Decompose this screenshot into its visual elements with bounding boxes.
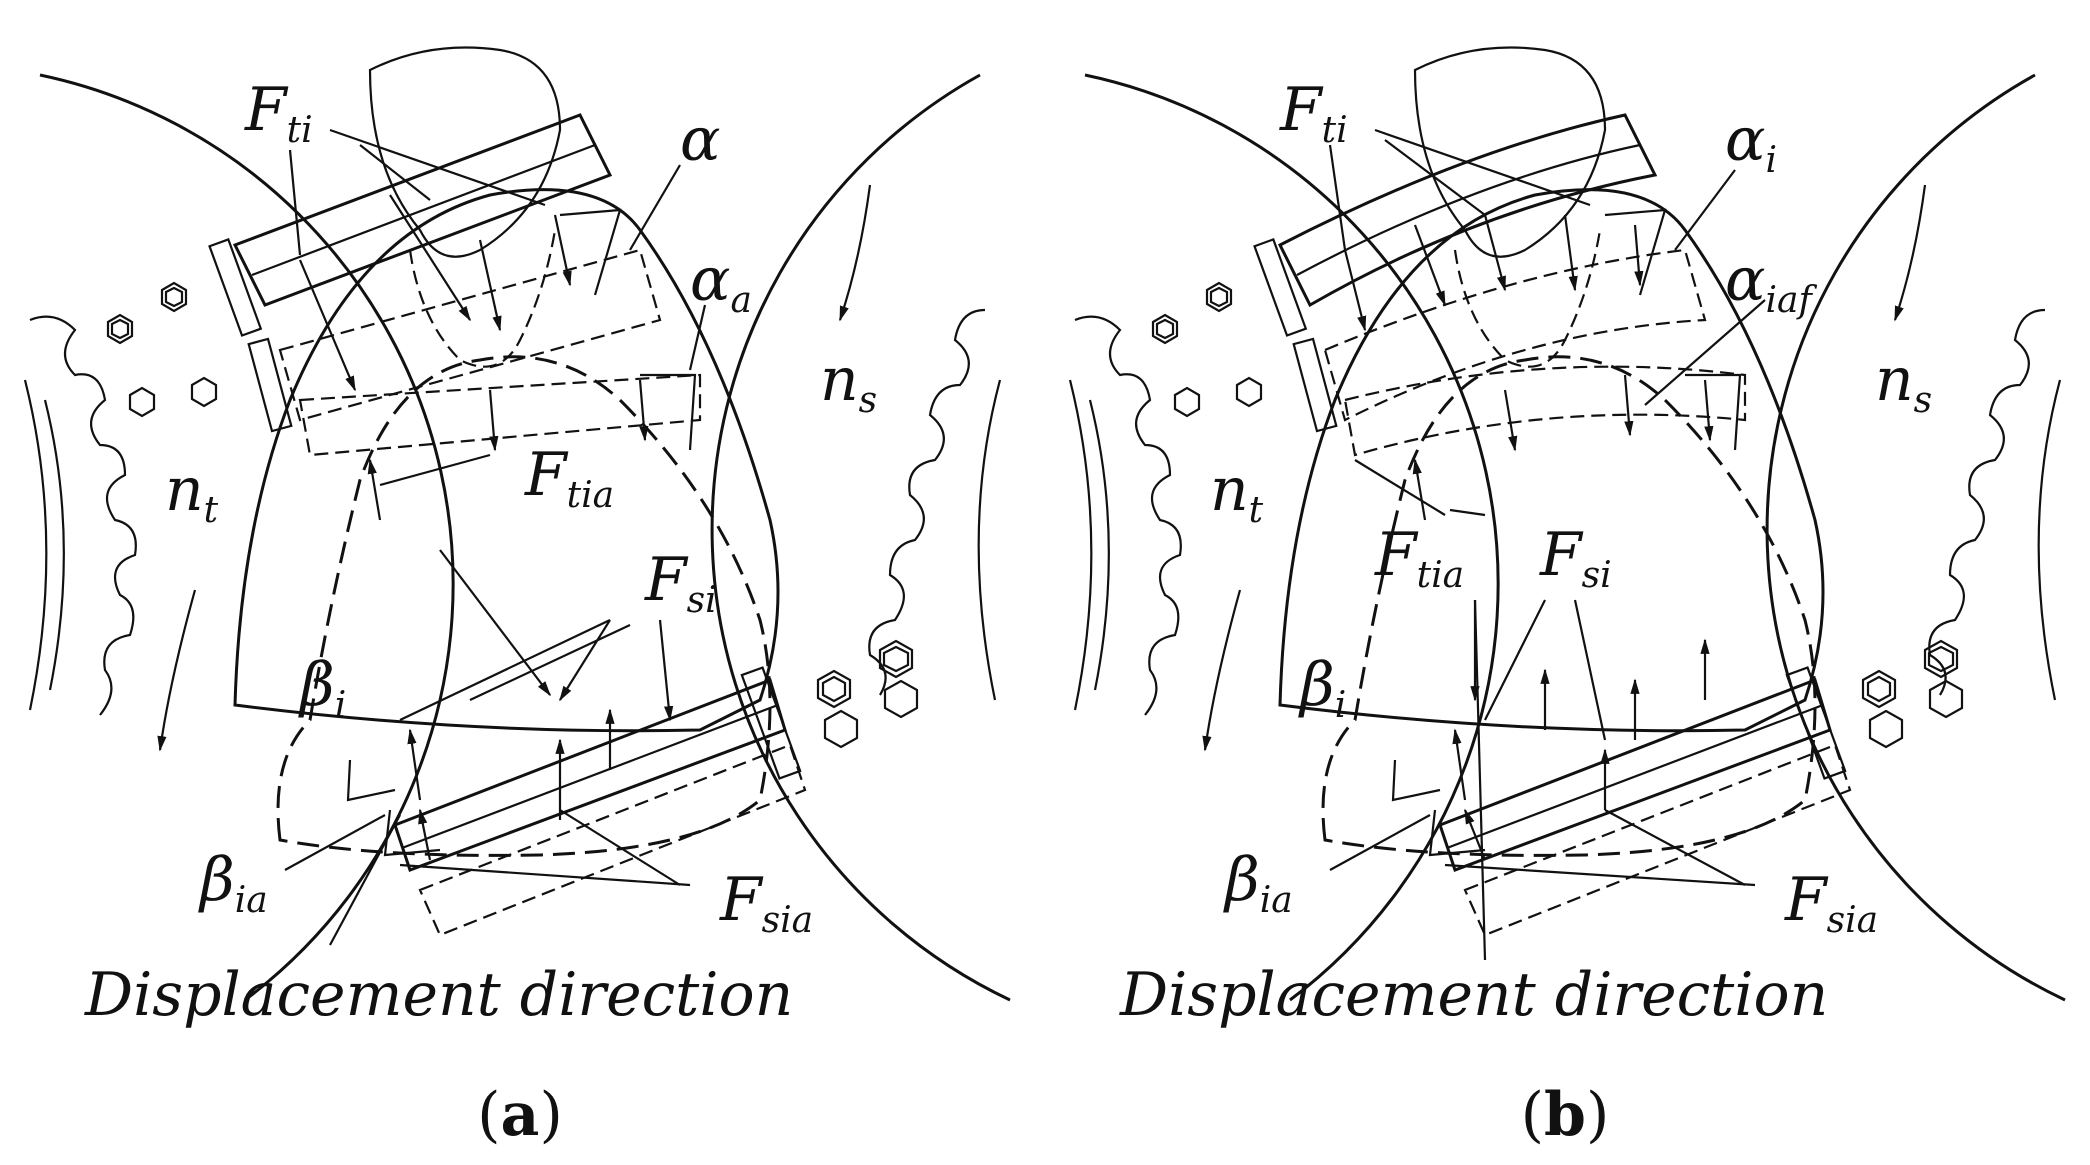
- panel-a-drawing: Fti α αa ns nt Ftia Fsi βi βia Fsia Disp…: [23, 46, 1011, 1150]
- top-tool-line: [251, 143, 596, 277]
- bottom-flange: [1785, 666, 1847, 780]
- label-beta-i: βi: [1298, 650, 1346, 726]
- alpha-marker: [559, 208, 622, 296]
- label-alpha: α: [680, 105, 721, 175]
- leader-lines: [284, 128, 707, 946]
- top-tool: [1277, 113, 1658, 308]
- bottom-tool-line: [401, 703, 779, 850]
- left-gear: [1074, 315, 1182, 716]
- label-f-si: Fsi: [1539, 520, 1612, 596]
- right-gear: [1928, 308, 2046, 696]
- bottom-tool: [393, 678, 787, 872]
- right-gear: [868, 308, 986, 696]
- label-beta-i: βi: [298, 650, 346, 726]
- top-blob: [368, 46, 562, 258]
- label-f-ti: Fti: [244, 75, 313, 151]
- beta-ia-marker: [383, 809, 441, 857]
- bottom-tool-displaced: [1463, 743, 1852, 937]
- label-n-s: ns: [1875, 345, 1932, 421]
- force-arrows-top: [1343, 214, 1714, 521]
- label-displacement: Displacement direction: [84, 960, 793, 1030]
- left-gear: [29, 315, 137, 716]
- leader-lines: [1328, 128, 1766, 961]
- mid-flange: [1292, 337, 1338, 433]
- right-gear-inner: [977, 379, 1002, 701]
- workpiece-outline: [1278, 188, 1825, 733]
- label-f-tia: Ftia: [1374, 520, 1464, 596]
- hex-nuts-right: [1861, 639, 1964, 749]
- top-tool-displaced: [278, 248, 662, 422]
- force-arrows-top: [298, 194, 649, 521]
- right-roll: [1765, 73, 2066, 1002]
- label-beta-ia: βia: [1223, 845, 1293, 921]
- n-t-arrow: [1202, 589, 1242, 752]
- beta-ia-marker: [1428, 809, 1486, 857]
- beta-i-marker: [346, 759, 396, 802]
- label-f-si: Fsi: [644, 545, 717, 621]
- beta-i-marker: [1391, 759, 1441, 802]
- top-tool-displaced2: [1343, 365, 1747, 457]
- left-gear-inner: [23, 379, 48, 711]
- top-flange: [208, 238, 263, 337]
- alpha-marker: [1604, 208, 1667, 296]
- label-displacement: Displacement direction: [1119, 960, 1828, 1030]
- left-gear-inner: [1068, 379, 1093, 711]
- alpha-a-marker: [640, 373, 697, 451]
- left-gear-inner2: [1088, 399, 1110, 691]
- label-alpha-a: αiaf: [1725, 245, 1818, 321]
- hex-nuts-right: [816, 639, 919, 749]
- panel-b-drawing: Fti αi αiaf ns nt Ftia Fsi βi βia Fsia D…: [1068, 46, 2066, 1150]
- caption-a: (a): [477, 1080, 563, 1150]
- n-s-arrow: [1893, 184, 1927, 322]
- alpha-a-marker: [1685, 373, 1742, 451]
- bottom-tool-displaced: [418, 743, 807, 937]
- label-f-sia: Fsia: [1784, 865, 1878, 941]
- hex-nuts-left: [1151, 281, 1263, 418]
- label-f-sia: Fsia: [719, 865, 813, 941]
- n-s-arrow: [838, 184, 872, 322]
- top-tool-displaced2: [298, 373, 702, 457]
- label-alpha-a: αa: [690, 245, 752, 321]
- top-blob-lower: [1453, 229, 1602, 368]
- workpiece-deformed: [276, 355, 772, 857]
- top-tool: [232, 113, 613, 307]
- n-t-arrow: [157, 589, 197, 752]
- top-flange: [1253, 238, 1308, 337]
- force-arrows-bottom: [407, 549, 674, 861]
- label-beta-ia: βia: [198, 845, 268, 921]
- panel-a: Fti α αa ns nt Ftia Fsi βi βia Fsia Disp…: [23, 46, 1011, 1150]
- panel-b: Fti αi αiaf ns nt Ftia Fsi βi βia Fsia D…: [1045, 0, 2090, 1165]
- label-alpha: αi: [1725, 105, 1777, 181]
- caption-b: (b): [1521, 1080, 1610, 1150]
- label-f-tia: Ftia: [524, 440, 614, 516]
- right-roll: [710, 73, 1011, 1002]
- bottom-flange: [740, 666, 802, 780]
- right-gear-inner: [2037, 379, 2062, 701]
- bottom-tool-line: [1446, 703, 1824, 850]
- force-arrows-bottom: [1452, 600, 1710, 861]
- left-roll: [39, 73, 455, 1002]
- workpiece-outline: [233, 188, 780, 733]
- label-n-t: nt: [165, 455, 219, 531]
- top-blob: [1413, 46, 1607, 258]
- label-n-t: nt: [1210, 455, 1264, 531]
- label-f-ti: Fti: [1279, 75, 1348, 151]
- workpiece-deformed: [1321, 355, 1817, 857]
- label-n-s: ns: [820, 345, 877, 421]
- left-gear-inner2: [43, 399, 65, 691]
- left-roll: [1084, 73, 1500, 1002]
- hex-nuts-left: [106, 281, 218, 418]
- mid-flange: [247, 337, 293, 433]
- top-tool-displaced: [1323, 248, 1707, 422]
